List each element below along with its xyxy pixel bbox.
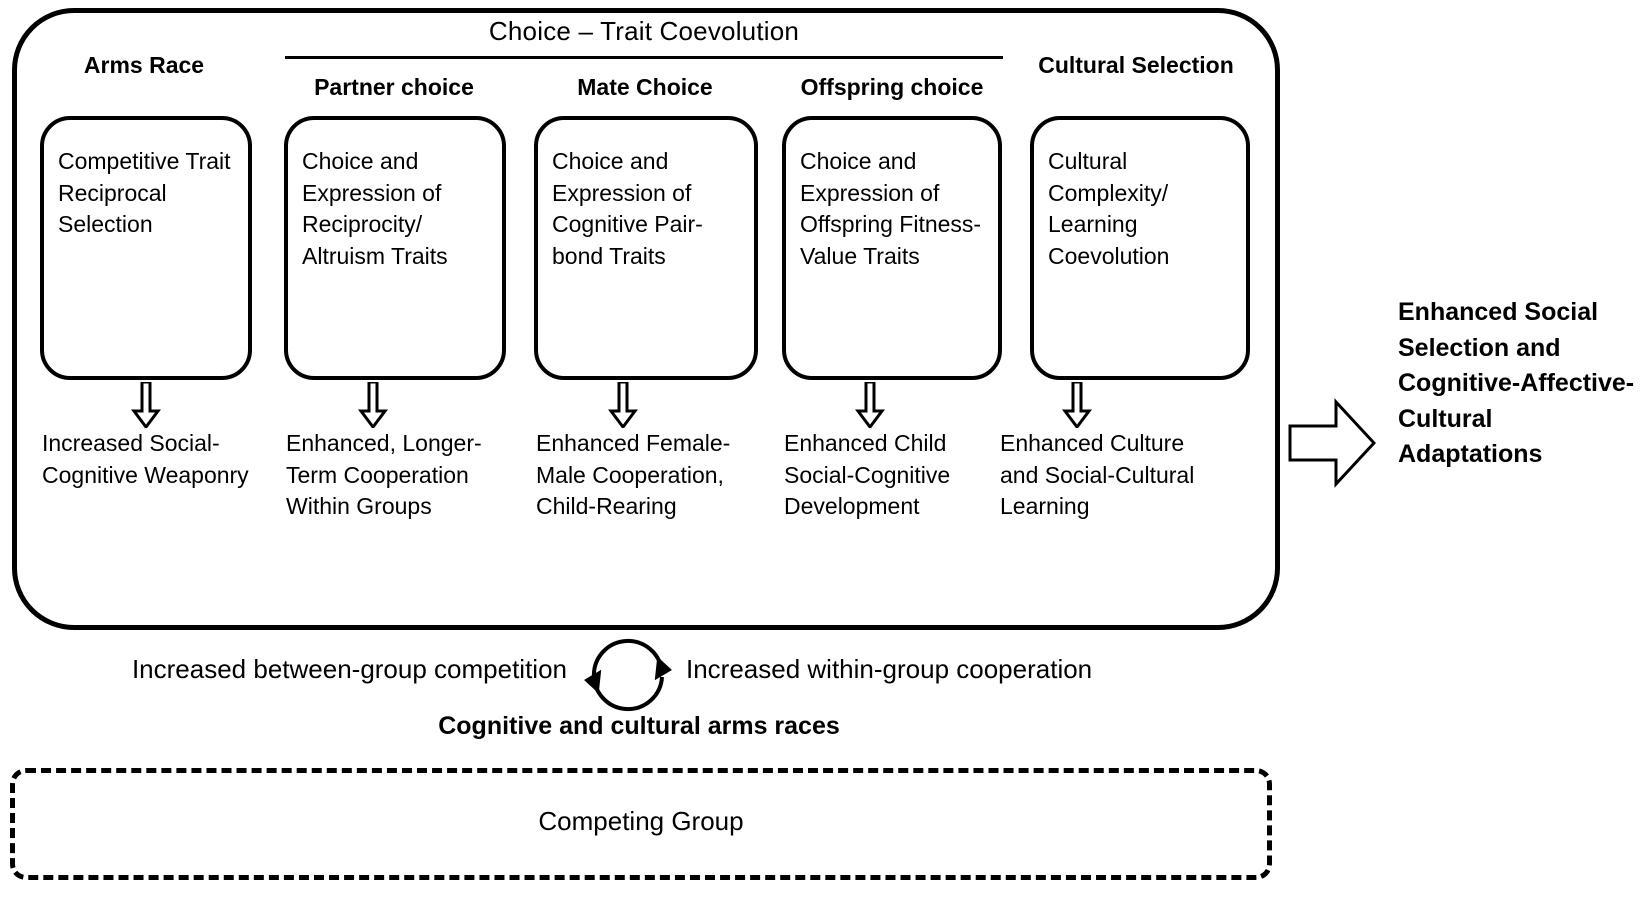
column-title-offspring-choice: Offspring choice — [800, 74, 984, 100]
group-header-label: Choice – Trait Coevolution — [488, 16, 800, 46]
cycle-caption: Cognitive and cultural arms races — [438, 712, 840, 740]
column-title-arms-race: Arms Race — [83, 52, 205, 78]
column-title-partner-choice: Partner choice — [314, 74, 474, 100]
column-title-cultural-selection: Cultural Selection — [1038, 52, 1234, 78]
down-arrow-icon — [608, 380, 638, 430]
trait-box-mate-choice: Choice and Expression of Cognitive Pair-… — [534, 116, 758, 380]
competing-group-box — [10, 768, 1272, 880]
outcome-mate-choice: Enhanced Female-Male Cooperation, Child-… — [536, 430, 731, 520]
outcome-offspring-choice: Enhanced Child Social-Cognitive Developm… — [784, 430, 951, 520]
cycle-left-text: Increased between-group competition — [131, 654, 567, 684]
group-header-rule — [285, 56, 1003, 59]
competing-group-label: Competing Group — [538, 806, 744, 836]
down-arrow-icon — [855, 380, 885, 430]
column-title-mate-choice: Mate Choice — [577, 74, 713, 100]
down-arrow-icon — [131, 380, 161, 430]
trait-box-offspring-choice: Choice and Expression of Offspring Fitne… — [782, 116, 1002, 380]
output-label: Enhanced Social Selection and Cognitive-… — [1398, 298, 1635, 468]
outcome-arms-race: Increased Social-Cognitive Weaponry — [42, 430, 249, 488]
cycle-right-text: Increased within-group cooperation — [686, 654, 1093, 684]
trait-box-arms-race: Competitive Trait Reciprocal Selection — [40, 116, 252, 380]
down-arrow-icon — [358, 380, 388, 430]
trait-box-cultural-selection: Cultural Complexity/ Learning Coevolutio… — [1030, 116, 1250, 380]
outer-frame — [12, 8, 1280, 630]
outcome-partner-choice: Enhanced, Longer-Term Cooperation Within… — [286, 430, 482, 520]
cycle-arrows-icon — [578, 625, 678, 725]
trait-box-partner-choice: Choice and Expression of Reciprocity/ Al… — [284, 116, 506, 380]
outcome-cultural-selection: Enhanced Culture and Social-Cultural Lea… — [1000, 430, 1195, 520]
down-arrow-icon — [1062, 380, 1092, 430]
right-block-arrow-icon — [1288, 398, 1377, 488]
